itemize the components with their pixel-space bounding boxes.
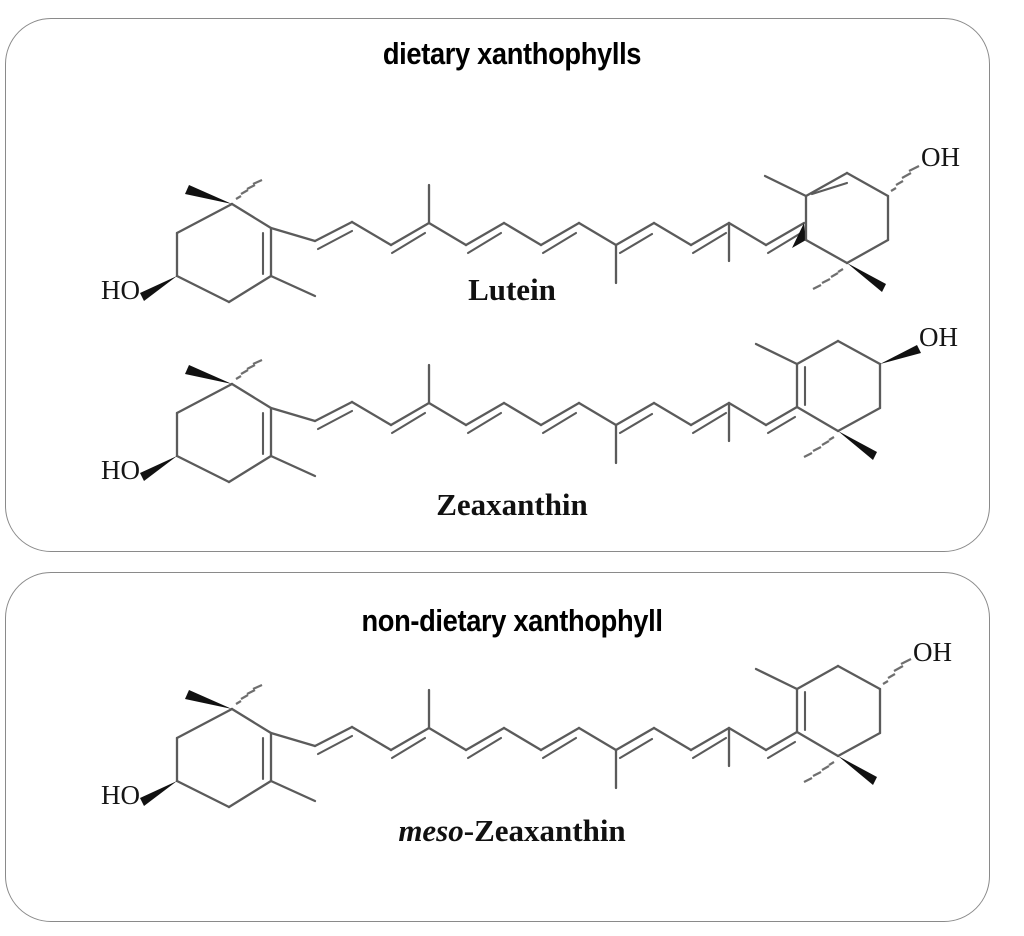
lutein-left-ring: HO [101, 178, 317, 305]
meso-left-oh-wedge [140, 781, 177, 806]
molecule-name-meso-zeaxanthin: meso-Zeaxanthin [0, 813, 1024, 849]
zeaxanthin-left-wedge-methyl [185, 365, 232, 384]
panel-dietary-title: dietary xanthophylls [382, 36, 642, 71]
lutein-right-hydroxyl-label: OH [921, 142, 960, 172]
panel-nondietary-xanthophyll [5, 572, 990, 922]
lutein-left-wedge-methyl [185, 185, 232, 204]
lutein-right-oh-hash [890, 165, 920, 192]
meso-name-prefix: meso [398, 813, 464, 848]
meso-right-hash-methyl [803, 761, 835, 783]
meso-name-separator: - [463, 813, 475, 848]
molecule-name-zeaxanthin: Zeaxanthin [436, 487, 588, 522]
meso-right-oh-hash [882, 658, 912, 685]
zeaxanthin-polyene-chain [269, 363, 799, 465]
lutein-chain-ring-wedge [792, 223, 806, 248]
lutein-right-ring: OH [763, 142, 960, 292]
zeaxanthin-left-oh-wedge [140, 456, 177, 481]
molecule-lutein: HO [0, 0, 1024, 360]
molecule-name-lutein: Lutein [468, 272, 556, 307]
lutein-left-hydroxyl-label: HO [101, 275, 140, 305]
molecule-zeaxanthin: HO [0, 180, 1024, 540]
meso-left-hash-methyl [235, 683, 263, 705]
meso-right-hydroxyl-label: OH [913, 637, 952, 667]
lutein-right-wedge-methyl [847, 263, 886, 292]
zeaxanthin-left-hydroxyl-label: HO [101, 455, 140, 485]
zeaxanthin-right-oh-wedge [880, 345, 921, 364]
meso-polyene-chain [269, 688, 799, 790]
zeaxanthin-left-hash-methyl [235, 358, 263, 380]
zeaxanthin-right-hash-methyl [803, 436, 835, 458]
meso-right-wedge-methyl [838, 756, 877, 785]
meso-left-wedge-methyl [185, 690, 232, 709]
meso-right-ring: OH [754, 637, 952, 785]
zeaxanthin-left-ring: HO [101, 358, 317, 485]
lutein-left-oh-wedge [140, 276, 177, 301]
panel-nondietary-title: non-dietary xanthophyll [361, 603, 663, 638]
meso-name-main: Zeaxanthin [474, 813, 626, 848]
meso-left-ring: HO [101, 683, 317, 810]
meso-left-hydroxyl-label: HO [101, 780, 140, 810]
panel-dietary-xanthophylls [5, 18, 990, 552]
zeaxanthin-right-wedge-methyl [838, 431, 877, 460]
zeaxanthin-right-hydroxyl-label: OH [919, 322, 958, 352]
molecule-meso-zeaxanthin: HO [0, 505, 1024, 865]
zeaxanthin-right-ring: OH [754, 322, 958, 460]
lutein-right-hash-methyl [812, 268, 844, 290]
lutein-polyene-chain [269, 183, 806, 285]
lutein-left-hash-methyl [235, 178, 263, 200]
